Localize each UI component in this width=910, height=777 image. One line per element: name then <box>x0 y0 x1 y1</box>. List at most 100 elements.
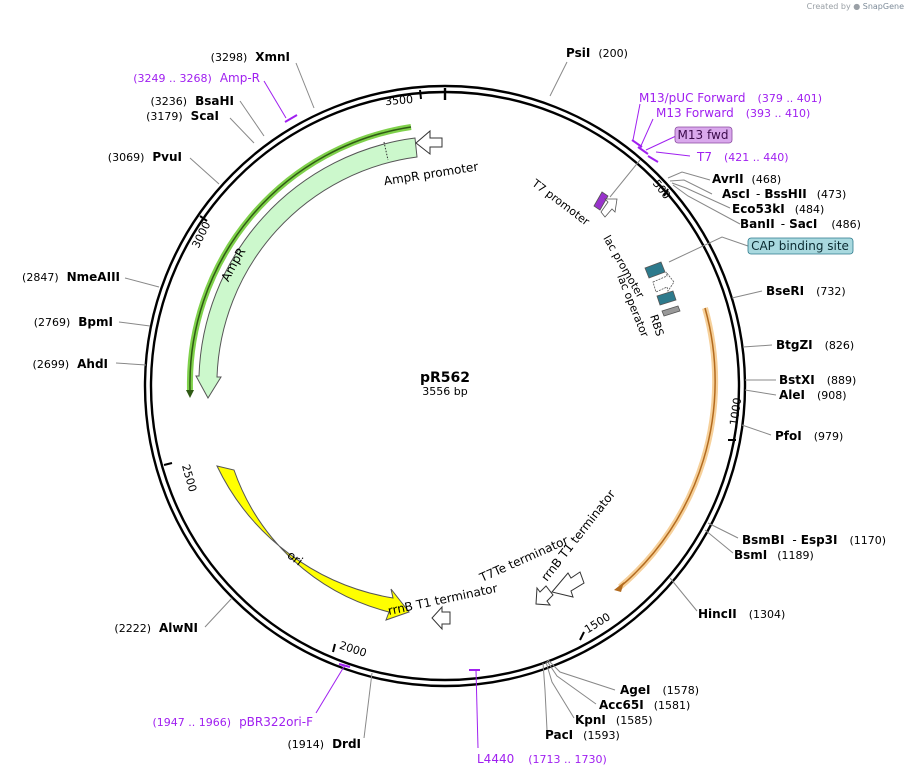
leader-t7-promoter <box>609 159 641 198</box>
m13-fwd-box-label: M13 fwd <box>678 128 729 142</box>
ampr-arrow <box>195 137 418 399</box>
enzyme-bsahi[interactable]: (3236)BsaHI <box>151 94 234 108</box>
rbs-block <box>661 305 681 317</box>
primer-lines <box>263 80 691 749</box>
leader-pvui <box>189 157 220 185</box>
tick-1500 <box>579 631 585 641</box>
enzyme-psii[interactable]: PsiI(200) <box>566 46 628 60</box>
rrnb-t1-terminator-2-arrow <box>551 571 585 598</box>
cap-binding-site-box-label: CAP binding site <box>751 239 849 253</box>
feature-rrnb-t1-terminator-2-label: rrnB T1 terminator <box>538 487 618 584</box>
enzyme-pfoi[interactable]: PfoI(979) <box>775 429 843 443</box>
enzyme-ahdi[interactable]: (2699)AhdI <box>33 357 108 371</box>
leader-bsmbi <box>707 522 739 539</box>
enzyme-banii[interactable]: BanII-SacI(486) <box>740 217 861 231</box>
leader-btgzi <box>742 344 773 348</box>
ori-arrow <box>216 465 410 621</box>
enzyme-btgzi[interactable]: BtgZI(826) <box>776 338 854 352</box>
ampr-dotted <box>383 141 389 161</box>
feature-rbs-label: RBS <box>647 313 666 338</box>
enzyme-hincii[interactable]: HincII(1304) <box>698 607 785 621</box>
leader-bsahi <box>239 100 265 137</box>
enzyme-pvui[interactable]: (3069)PvuI <box>108 150 182 164</box>
primer-markers <box>284 114 659 671</box>
m13-fwd-box-bg <box>674 126 733 144</box>
snapgene-credit: Created by ● SnapGene <box>807 2 904 11</box>
enzyme-acc65i[interactable]: Acc65I(1581) <box>599 698 690 712</box>
enzyme-xmni[interactable]: (3298)XmnI <box>211 50 290 64</box>
enzyme-avrii[interactable]: AvrII(468) <box>712 172 781 186</box>
tick-label-2500: 2500 <box>179 463 199 493</box>
enzyme-bseri[interactable]: BseRI(732) <box>766 284 846 298</box>
enzyme-bpmi[interactable]: (2769)BpmI <box>34 315 113 329</box>
leader-psii <box>549 61 568 97</box>
m13-fwd-box[interactable]: M13 fwd <box>674 126 733 144</box>
lac-promoter-block <box>644 261 666 279</box>
feature-rbs[interactable]: RBS <box>647 305 681 338</box>
primer-line-pbr322 <box>315 664 346 714</box>
primer-t7[interactable]: T7(421 .. 440) <box>696 150 789 164</box>
leader-alei <box>744 389 777 396</box>
t7-promoter-block <box>593 191 609 211</box>
plasmid-size: 3556 bp <box>422 385 467 398</box>
rrnb-t1-terminator-1-arrow <box>431 605 451 631</box>
leader-pfoi <box>741 424 772 436</box>
enzyme-alwni[interactable]: (2222)AlwNI <box>114 621 198 635</box>
feature-ori[interactable]: ori <box>216 465 410 621</box>
primer-m13-forward[interactable]: M13 Forward(393 .. 410) <box>656 106 810 120</box>
feature-ampr[interactable]: AmpR <box>186 124 418 399</box>
enzyme-bsmi[interactable]: BsmI(1189) <box>734 548 814 562</box>
leader-acc65i <box>546 660 597 705</box>
leader-cap-box <box>668 236 749 263</box>
leader-nmeaiii <box>124 277 160 288</box>
orf-arrowhead <box>614 582 624 592</box>
enzyme-agei[interactable]: AgeI(1578) <box>620 683 699 697</box>
credit-text: Created by <box>806 2 851 11</box>
primer-marker-m13puc <box>631 139 643 148</box>
leader-m13-fwd-box <box>645 135 677 151</box>
feature-t7-promoter-label: T7 promoter <box>529 176 593 228</box>
primer-l4440[interactable]: L4440(1713 .. 1730) <box>477 752 607 766</box>
enzyme-bsmbi[interactable]: BsmBI-Esp3I(1170) <box>742 533 886 547</box>
ampr-highlight <box>186 124 412 391</box>
enzyme-eco53ki[interactable]: Eco53kI(484) <box>732 202 824 216</box>
enzyme-nmeaiii[interactable]: (2847)NmeAIII <box>22 270 120 284</box>
cap-binding-site-box[interactable]: CAP binding site <box>747 237 854 255</box>
snapgene-logo-icon: ● <box>853 2 861 11</box>
primer-marker-pbr322 <box>338 663 351 668</box>
leader-paci <box>542 662 548 731</box>
orf-line <box>619 307 716 588</box>
leader-drdi <box>363 672 373 739</box>
leader-alwni <box>204 597 233 628</box>
leader-eco53ki <box>671 182 731 209</box>
enzyme-paci[interactable]: PacI(1593) <box>545 728 620 742</box>
enzyme-bstxi[interactable]: BstXI(889) <box>779 373 856 387</box>
leader-asci <box>669 179 713 195</box>
tick-2500 <box>163 462 173 466</box>
leader-kpni <box>545 661 575 719</box>
feature-t7-promoter[interactable]: T7 promoter <box>529 176 618 229</box>
feature-orf[interactable] <box>614 307 719 592</box>
primer-pbr322ori-f[interactable]: (1947 .. 1966)pBR322ori-F <box>153 715 314 729</box>
leader-xmni <box>295 62 315 109</box>
leader-scai <box>229 117 255 144</box>
orf-highlight <box>618 307 719 590</box>
enzyme-kpni[interactable]: KpnI(1585) <box>575 713 652 727</box>
primer-line-m13puc <box>632 103 641 141</box>
enzyme-asci[interactable]: AscI-BssHII(473) <box>722 187 846 201</box>
feature-rrnb-t1-terminator-1[interactable]: rrnB T1 terminator <box>387 581 499 631</box>
primer-line-m13fwd <box>639 118 654 149</box>
feature-lac-promoter[interactable]: lac promoter <box>600 233 675 301</box>
ampr-promoter-arrow <box>415 129 443 156</box>
t7-promoter-arrow <box>600 198 618 218</box>
primer-m13-puc-forward[interactable]: M13/pUC Forward(379 .. 401) <box>639 91 822 105</box>
tick-500 <box>663 188 669 197</box>
enzyme-alei[interactable]: AleI(908) <box>779 388 847 402</box>
enzyme-scai[interactable]: (3179)ScaI <box>146 109 219 123</box>
leader-bseri <box>731 290 763 299</box>
primer-amp-r[interactable]: (3249 .. 3268)Amp-R <box>133 71 260 85</box>
enzyme-drdi[interactable]: (1914)DrdI <box>287 737 361 751</box>
primer-line-ampr <box>263 80 287 119</box>
leader-agei <box>547 659 616 691</box>
